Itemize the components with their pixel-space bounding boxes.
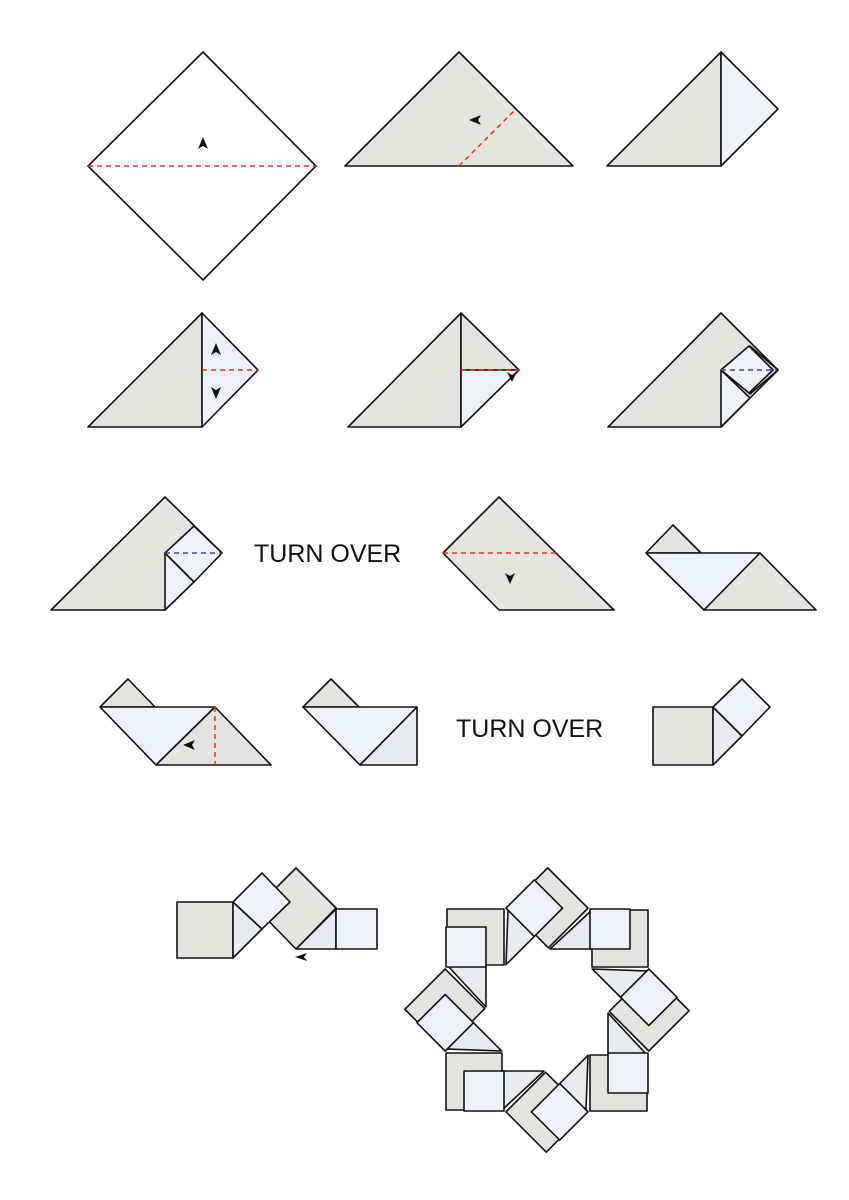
arrow-up-icon: [211, 343, 221, 355]
arrow-icon: [198, 137, 208, 149]
wreath-unit: [445, 1052, 545, 1112]
valley-fold-line: [458, 108, 517, 167]
step-3: [606, 51, 779, 167]
step-6: [607, 312, 779, 428]
arrow-icon: [507, 372, 517, 382]
wreath-unit: [549, 908, 649, 968]
arrow-down-icon: [211, 387, 221, 399]
step-11: [302, 678, 418, 766]
finished-wreath: [404, 867, 690, 1153]
step-5: [347, 312, 520, 428]
arrow-left-icon: [183, 740, 195, 750]
step-4: [87, 312, 259, 428]
wreath-unit: [445, 908, 505, 1008]
arrow-down-icon: [505, 573, 515, 584]
step-12: [652, 678, 771, 766]
turn-over-label: TURN OVER: [456, 715, 603, 743]
turn-over-label: TURN OVER: [254, 540, 401, 568]
arrow-icon: [469, 115, 481, 125]
wreath-unit: [591, 968, 690, 1052]
step-2: [344, 51, 574, 167]
step-9: [645, 524, 817, 611]
wreath-unit: [589, 1012, 649, 1112]
step-13: [176, 867, 378, 961]
step-1: [86, 50, 318, 282]
step-7: [50, 496, 223, 611]
step-8: [442, 496, 615, 611]
arrow-left-icon: [295, 953, 307, 961]
wreath-unit: [404, 968, 503, 1052]
step-10: [99, 678, 272, 766]
wreath-unit: [505, 1054, 589, 1153]
wreath-unit: [505, 867, 589, 966]
